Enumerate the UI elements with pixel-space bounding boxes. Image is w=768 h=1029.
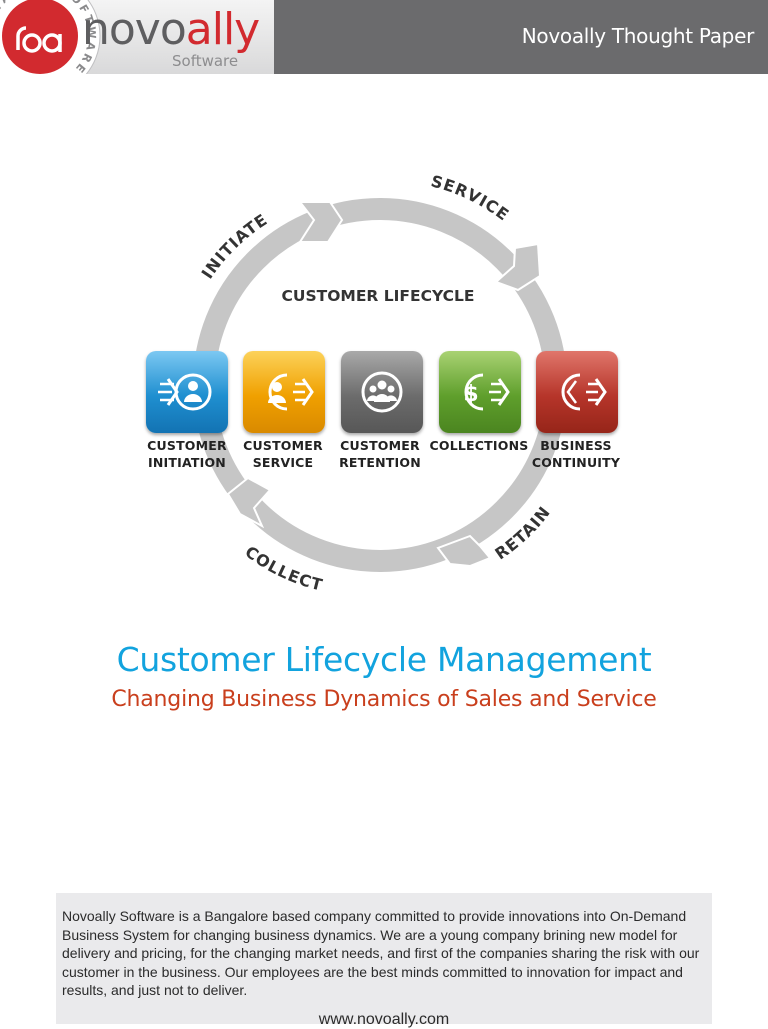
svg-text:$: $ <box>463 382 478 407</box>
customer-retention-icon <box>361 371 403 413</box>
arrow-initiate-icon <box>297 201 344 243</box>
stage-label-customer-initiation: CUSTOMER INITIATION <box>147 438 227 470</box>
stage-tile-customer-service <box>243 351 325 433</box>
stage-label-business-continuity: BUSINESS CONTINUITY <box>531 438 621 470</box>
page-title: Customer Lifecycle Management <box>116 640 652 679</box>
stage-tile-collections: $ <box>439 351 521 433</box>
arrow-retain-icon <box>436 534 492 568</box>
logo-word-start: novo <box>82 4 187 55</box>
arrow-service-icon <box>494 242 542 292</box>
paper-type-label: Novoally Thought Paper <box>521 24 755 48</box>
page-header: NOVALLY · SOFTWARE · novoally Software N… <box>0 0 768 74</box>
logo-wordmark: novoally <box>82 8 260 52</box>
logo: NOVALLY · SOFTWARE · novoally Software <box>0 0 274 74</box>
logo-tagline: Software <box>172 52 239 70</box>
stage-tile-customer-initiation <box>146 351 228 433</box>
customer-service-icon <box>268 373 314 411</box>
stage-tile-customer-retention <box>341 351 423 433</box>
arrow-collect-icon <box>226 476 272 529</box>
stage-label-customer-service: CUSTOMER SERVICE <box>243 438 323 470</box>
business-continuity-icon <box>561 373 607 411</box>
stage-tile-business-continuity <box>536 351 618 433</box>
customer-initiation-icon <box>158 373 212 411</box>
collections-icon: $ <box>463 373 510 411</box>
stage-label-collections: COLLECTIONS <box>429 438 529 453</box>
logo-seal-icon: NOVALLY · SOFTWARE · <box>0 0 101 74</box>
about-text: Novoally Software is a Bangalore based c… <box>62 908 700 998</box>
stage-label-customer-retention: CUSTOMER RETENTION <box>339 438 421 470</box>
about-box: Novoally Software is a Bangalore based c… <box>56 893 712 1028</box>
website-link[interactable]: www.novoally.com <box>318 1011 450 1028</box>
logo-word-end: ally <box>185 4 260 55</box>
page-subtitle: Changing Business Dynamics of Sales and … <box>111 687 657 712</box>
center-label: CUSTOMER LIFECYCLE <box>282 287 475 305</box>
